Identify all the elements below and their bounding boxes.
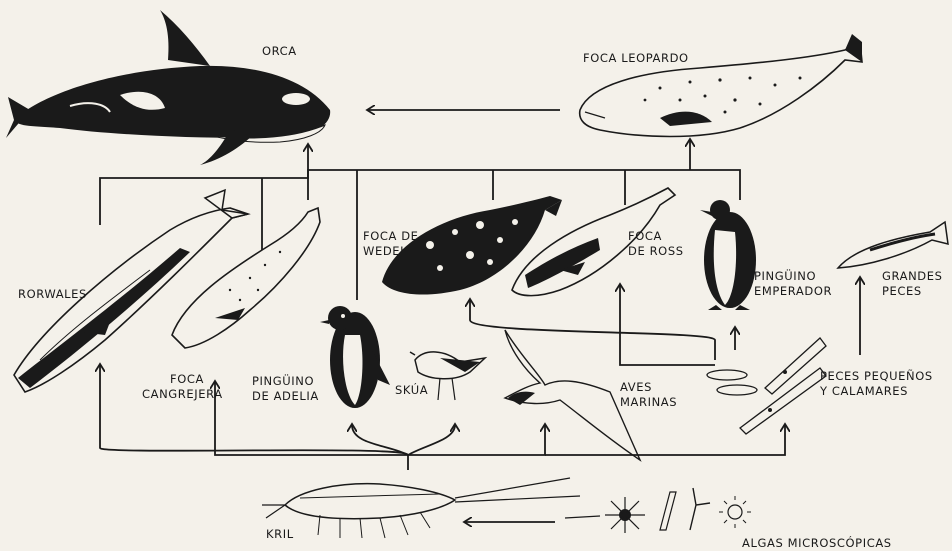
- label-algas: ALGAS MICROSCÓPICAS: [742, 536, 892, 551]
- label-pinguino-adelia-line1: PINGÜINO: [252, 374, 319, 389]
- label-foca-wedell: FOCA DE WEDELL: [363, 229, 419, 259]
- peces-pequenos-illustration: [707, 338, 826, 434]
- label-grandes-peces-line2: PECES: [882, 284, 943, 299]
- label-foca-ross-line1: FOCA: [628, 229, 684, 244]
- label-foca-wedell-line2: WEDELL: [363, 244, 419, 259]
- label-pinguino-emperador-line2: EMPERADOR: [754, 284, 832, 299]
- label-foca-cangrejera-line2: CANGREJERA: [142, 387, 223, 402]
- label-pinguino-adelia-line2: DE ADELIA: [252, 389, 319, 404]
- orca-illustration: [6, 10, 330, 165]
- grandes-peces-illustration: [838, 222, 948, 268]
- label-foca-cangrejera: FOCA CANGREJERA: [142, 372, 223, 402]
- kril-illustration: [262, 478, 580, 538]
- label-grandes-peces: GRANDES PECES: [882, 269, 943, 299]
- label-aves-marinas: AVES MARINAS: [620, 380, 677, 410]
- label-foca-leopardo: FOCA LEOPARDO: [583, 51, 689, 66]
- label-pinguino-emperador-line1: PINGÜINO: [754, 269, 832, 284]
- pinguino-emperador-illustration: [700, 200, 756, 310]
- label-skua: SKÚA: [395, 383, 428, 398]
- label-foca-wedell-line1: FOCA DE: [363, 229, 419, 244]
- label-peces-pequenos: PECES PEQUEÑOS Y CALAMARES: [820, 369, 933, 399]
- label-peces-pequenos-line1: PECES PEQUEÑOS: [820, 369, 933, 384]
- pinguino-adelia-illustration: [320, 306, 390, 408]
- label-aves-marinas-line2: MARINAS: [620, 395, 677, 410]
- label-orca: ORCA: [262, 44, 297, 59]
- foca-leopardo-illustration: [580, 34, 862, 137]
- label-rorwales: RORWALES: [18, 287, 87, 302]
- label-foca-ross-line2: DE ROSS: [628, 244, 684, 259]
- label-pinguino-adelia: PINGÜINO DE ADELIA: [252, 374, 319, 404]
- algas-illustration: [565, 488, 751, 533]
- label-grandes-peces-line1: GRANDES: [882, 269, 943, 284]
- label-pinguino-emperador: PINGÜINO EMPERADOR: [754, 269, 832, 299]
- label-foca-cangrejera-line1: FOCA: [142, 372, 223, 387]
- label-peces-pequenos-line2: Y CALAMARES: [820, 384, 933, 399]
- label-kril: KRIL: [266, 527, 294, 542]
- label-foca-ross: FOCA DE ROSS: [628, 229, 684, 259]
- label-aves-marinas-line1: AVES: [620, 380, 677, 395]
